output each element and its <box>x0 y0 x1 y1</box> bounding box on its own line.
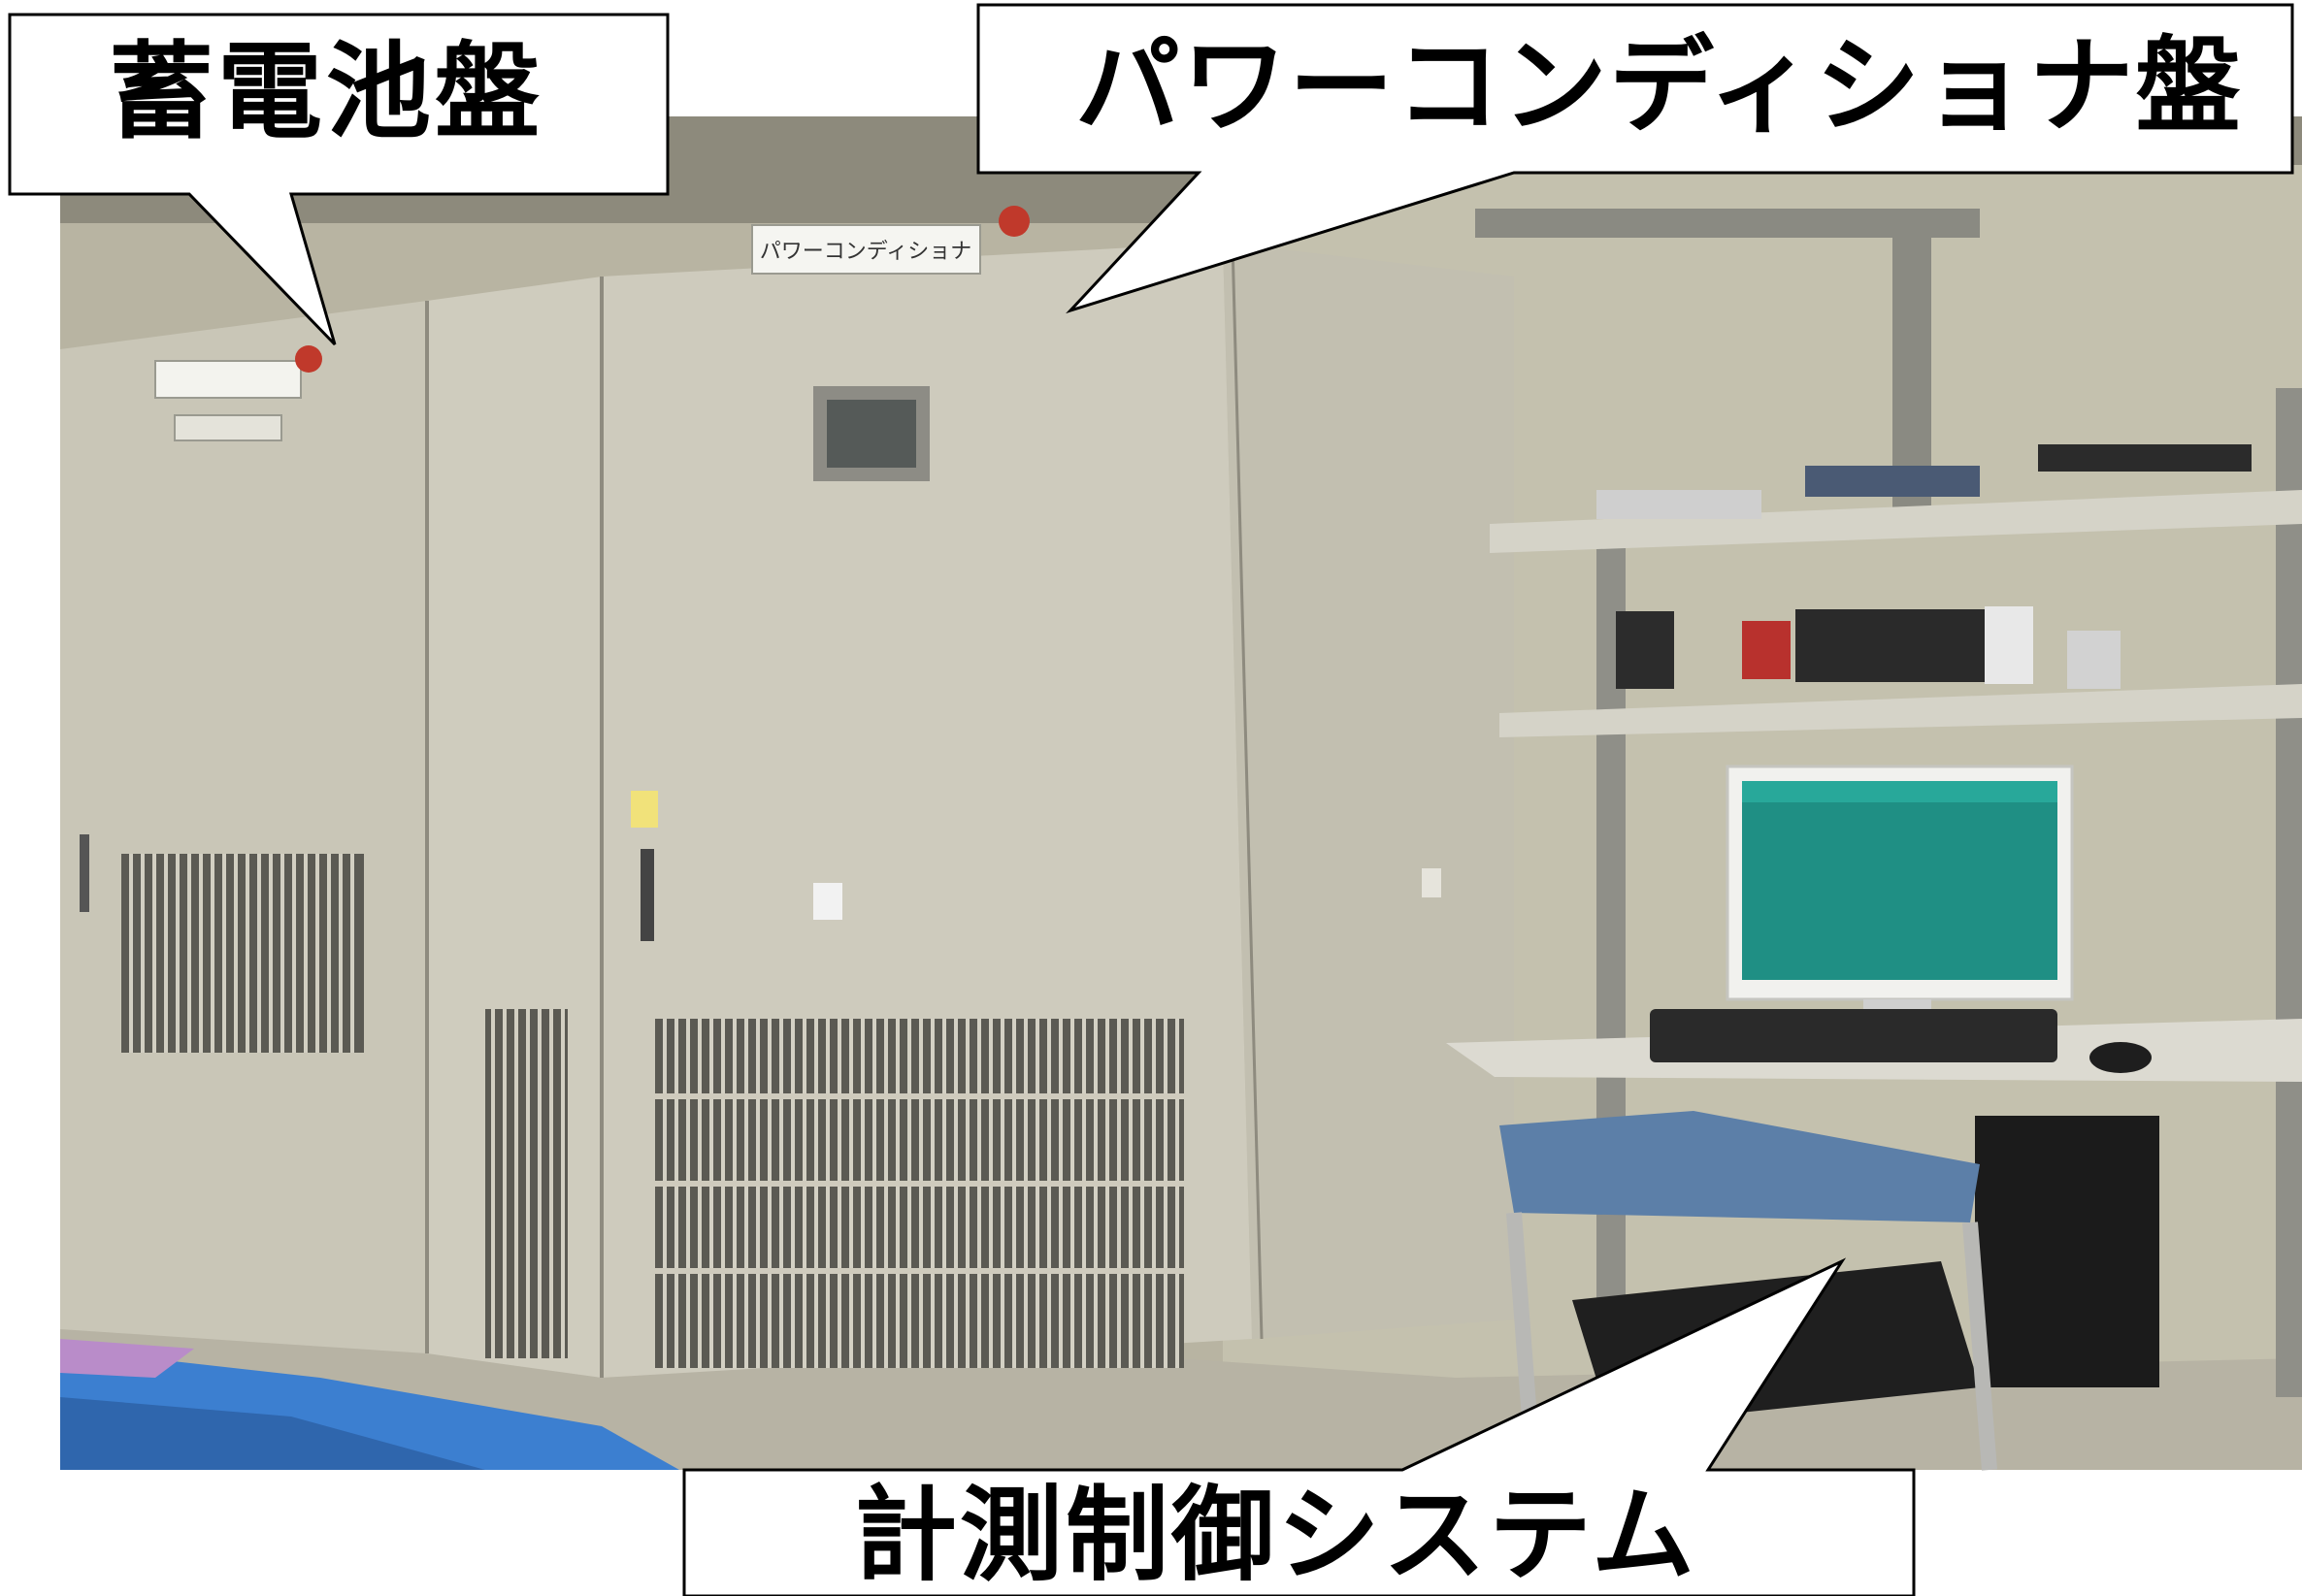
battery-sub-label <box>174 414 282 441</box>
callout-pcs-panel-box <box>976 3 2294 314</box>
monitor-header-bar <box>1742 781 2057 802</box>
pcs-logo-badge <box>999 206 1030 237</box>
pcs-handle <box>641 849 654 941</box>
floor-tarp-shade <box>60 1397 485 1470</box>
power-conditioner-panel-label: パワーコンディショナ盤 <box>1075 26 2243 147</box>
pcs-warning-sticker <box>631 791 658 828</box>
battery-vent-grille <box>121 854 364 1053</box>
pcs-vent-crossbars <box>655 1093 1184 1274</box>
battery-vent-slots <box>129 854 354 1053</box>
network-switch <box>1805 466 1980 497</box>
battery-nameplate <box>154 360 302 399</box>
mouse <box>2089 1042 2152 1073</box>
pcs-display-screen <box>827 400 916 468</box>
pc-tower <box>1975 1116 2159 1387</box>
pcs-qr-sticker <box>813 883 842 920</box>
battery-handle <box>80 834 89 912</box>
control-system-label: 計測制御システム <box>854 1476 1697 1595</box>
pcs-side-switch <box>1422 868 1441 897</box>
io-module-gray <box>2067 631 2121 689</box>
monitor-screen <box>1742 781 2057 980</box>
center-vent-slots <box>491 1009 565 1358</box>
callout-battery-panel-box <box>8 13 670 346</box>
chair-back <box>1499 1111 1980 1222</box>
pcs-side-panel <box>1223 243 1514 1339</box>
pcs-vent-slots <box>663 1019 1179 1368</box>
pcs-nameplate-text: パワーコンディショナ <box>760 240 971 264</box>
pcs-nameplate: パワーコンディショナ <box>751 224 981 275</box>
shelf-upper <box>1490 490 2302 553</box>
keyboard <box>1650 1009 2057 1062</box>
rack-upright-right <box>2276 388 2302 1397</box>
chair-leg-right <box>1962 1221 1997 1471</box>
battery-cabinet-left <box>60 301 427 1353</box>
battery-logo-badge <box>295 345 322 373</box>
io-module-black <box>1795 609 1990 682</box>
power-supply <box>1616 611 1674 689</box>
network-device <box>2038 444 2252 472</box>
floor-mat-pink <box>60 1339 194 1378</box>
io-module-red <box>1742 621 1791 679</box>
io-module-terminals <box>1985 606 2033 684</box>
callout-control-system-box <box>682 1257 1916 1596</box>
battery-panel-label: 蓄電池盤 <box>109 32 544 153</box>
shelf-middle <box>1499 684 2302 737</box>
router-box <box>1596 490 1761 519</box>
